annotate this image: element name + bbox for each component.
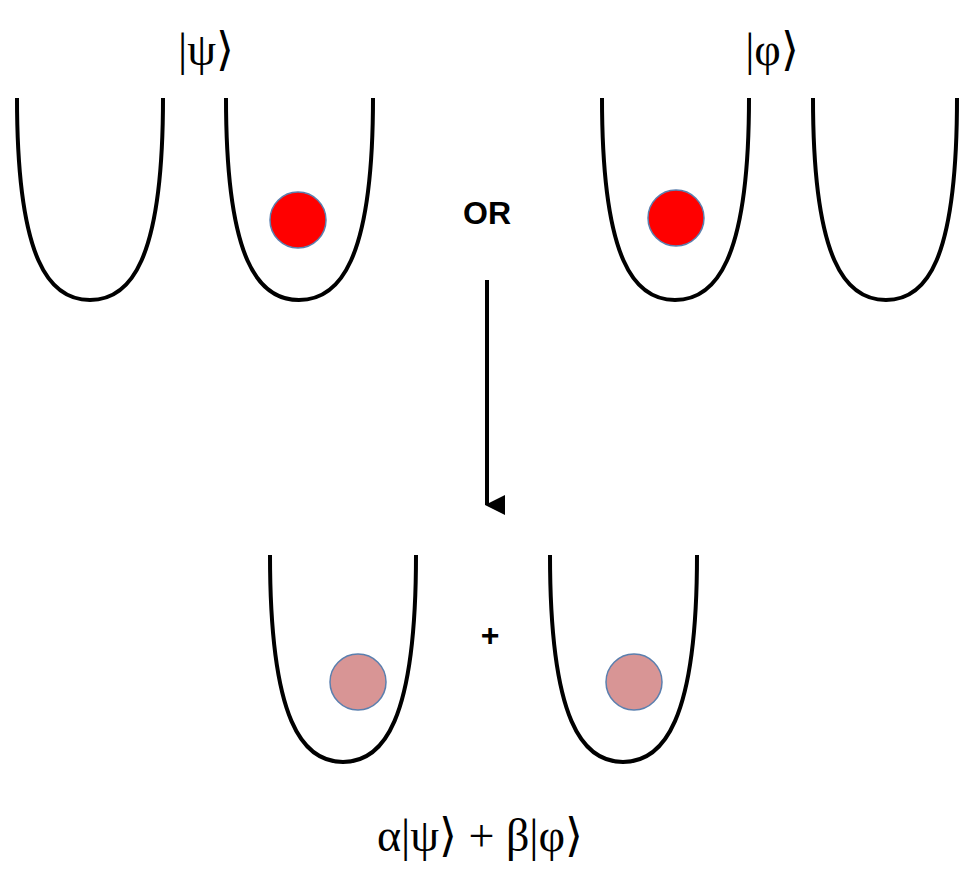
potential-well — [17, 98, 163, 300]
plus-sign: + — [481, 619, 500, 651]
potential-well — [602, 98, 749, 300]
particle — [648, 190, 704, 246]
particle-superposed — [606, 654, 662, 710]
ket-label: |ψ⟩ — [178, 27, 234, 73]
potential-well — [550, 555, 697, 762]
particle — [270, 192, 326, 248]
potential-wells — [17, 98, 957, 762]
particle-superposed — [330, 654, 386, 710]
potential-well — [813, 98, 957, 300]
ket-label: |φ⟩ — [745, 27, 799, 73]
potential-well — [226, 98, 373, 300]
potential-well — [270, 555, 416, 762]
down-arrow — [485, 280, 489, 505]
or-label: OR — [463, 197, 511, 229]
superposition-formula: α|ψ⟩ + β|φ⟩ — [377, 813, 583, 859]
